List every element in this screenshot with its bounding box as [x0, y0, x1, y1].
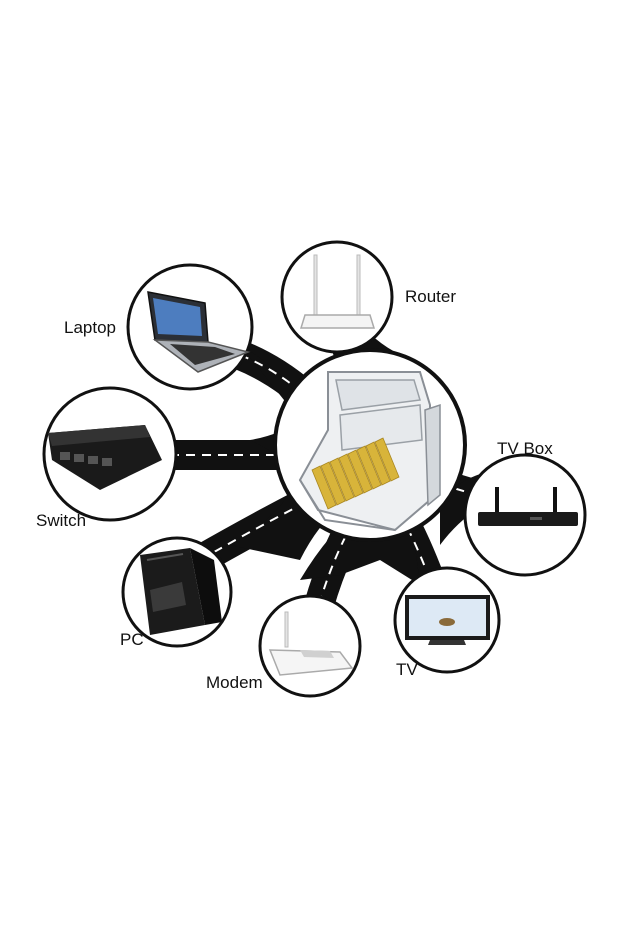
- modem-icon: [268, 611, 354, 676]
- label-laptop: Laptop: [64, 318, 116, 337]
- label-tv: TV: [396, 660, 418, 679]
- label-modem: Modem: [206, 673, 263, 692]
- tv-box-icon: [478, 487, 578, 526]
- device-pc: [121, 536, 233, 648]
- device-switch: [42, 386, 178, 522]
- label-switch: Switch: [36, 511, 87, 530]
- pc-tower-icon: [140, 548, 222, 635]
- label-router: Router: [405, 287, 457, 306]
- device-laptop: [126, 263, 254, 391]
- label-pc: PC: [120, 630, 144, 649]
- label-tv-box: TV Box: [497, 439, 553, 458]
- device-router: [280, 240, 394, 354]
- laptop-icon: [147, 291, 251, 373]
- hub-rj45: [273, 348, 467, 542]
- network-switch-icon: [48, 425, 162, 490]
- gold-pins: [311, 437, 400, 510]
- device-modem: [258, 594, 362, 698]
- tv-icon: [405, 595, 490, 645]
- rj45-connector-icon: [298, 371, 441, 532]
- device-tvbox: [463, 453, 587, 577]
- device-tv: [393, 566, 501, 674]
- router-icon: [299, 254, 376, 329]
